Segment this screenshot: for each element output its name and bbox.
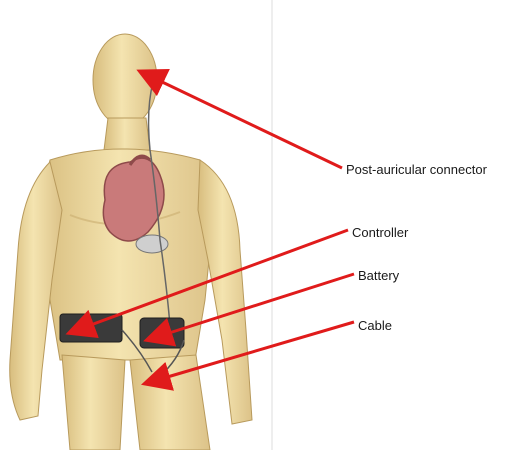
battery-device [140,318,184,348]
arrow-post-auricular [158,80,342,168]
label-controller: Controller [352,225,408,241]
label-battery: Battery [358,268,399,284]
label-cable: Cable [358,318,392,334]
neck [104,118,150,150]
left-leg [62,355,125,450]
label-post-auricular-connector: Post-auricular connector [346,162,487,178]
pump [136,235,168,253]
head [93,34,157,126]
body [10,34,252,450]
